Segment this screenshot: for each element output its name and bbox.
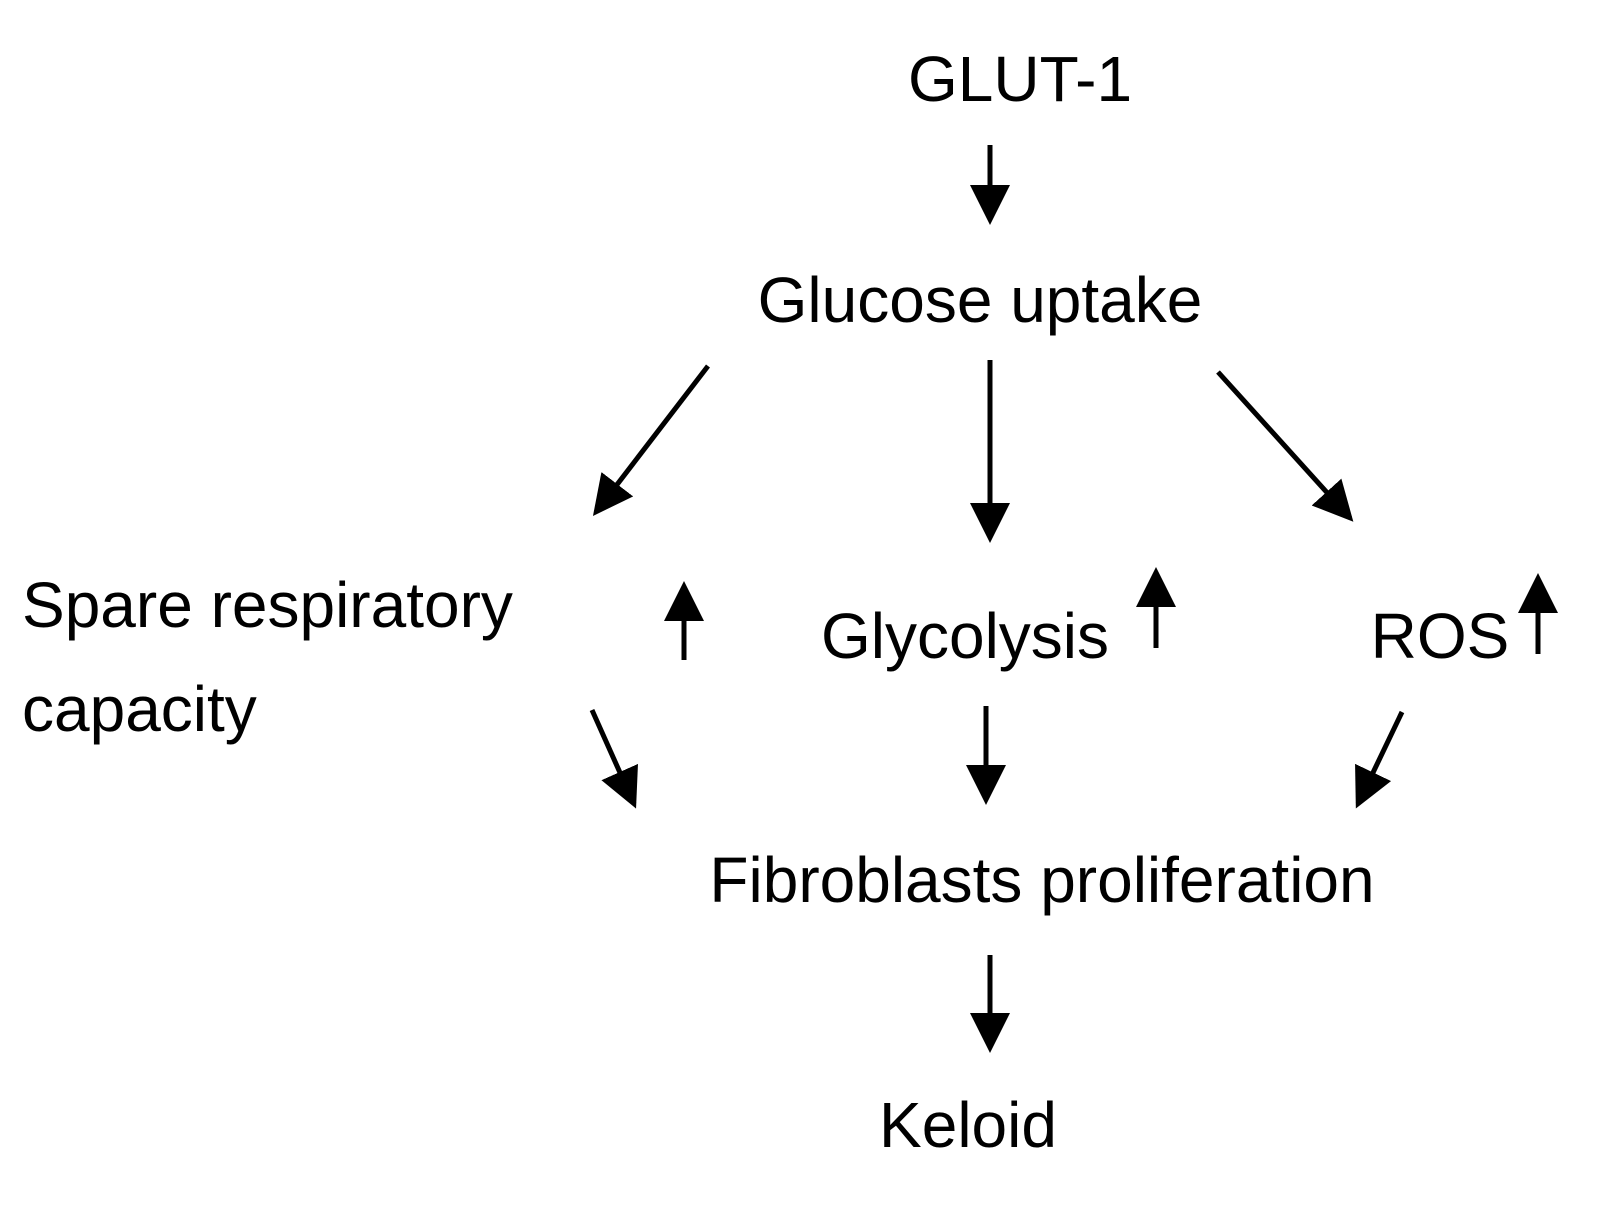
node-spare-respiratory-capacity-line2: capacity (22, 673, 257, 745)
arrow-ros-to-fibroblasts (1355, 710, 1405, 809)
arrow-spare-respiratory-to-fibroblasts (589, 708, 638, 809)
node-keloid: Keloid (879, 1089, 1057, 1161)
node-glucose-uptake: Glucose uptake (758, 264, 1203, 336)
arrow-glucose-uptake-to-spare-respiratory (592, 364, 710, 516)
node-glut1: GLUT-1 (908, 43, 1132, 115)
node-glycolysis: Glycolysis (821, 600, 1109, 672)
arrow-glucose-uptake-to-ros (1216, 370, 1354, 522)
node-fibroblasts-proliferation: Fibroblasts proliferation (709, 844, 1374, 916)
node-spare-respiratory-capacity-line1: Spare respiratory (22, 569, 513, 641)
node-ros: ROS (1371, 600, 1510, 672)
